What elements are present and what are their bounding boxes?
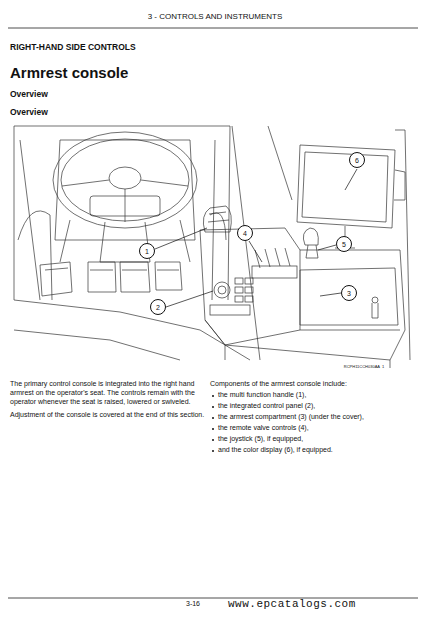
watermark: www.epcatalogs.com [228, 598, 408, 612]
callout-text: 4 [243, 230, 247, 237]
section-title: Armrest console [10, 64, 128, 83]
page-number: 3-16 [186, 600, 216, 609]
callout-number: 2 [150, 299, 166, 315]
callout-text: 6 [355, 157, 359, 164]
list-item: the armrest compartment (3) (under the c… [218, 413, 413, 422]
bullet [212, 428, 214, 430]
list-item: and the color display (6), if equipped. [218, 446, 413, 455]
callout-number: 3 [341, 285, 357, 301]
callout-text: 2 [156, 304, 160, 311]
page-rules [8, 28, 418, 598]
list-item: the multi function handle (1), [218, 391, 413, 400]
body-paragraph: Adjustment of the console is covered at … [10, 411, 205, 420]
section-heading: RIGHT-HAND SIDE CONTROLS [10, 42, 260, 53]
callout-text: 5 [342, 241, 346, 248]
callout-number: 1 [139, 243, 155, 259]
bullet [212, 439, 214, 441]
callout-text: 3 [347, 290, 351, 297]
running-header: 3 - CONTROLS AND INSTRUMENTS [90, 12, 340, 22]
callout-number: 5 [336, 236, 352, 252]
bullet [212, 395, 214, 397]
callout-number: 4 [237, 225, 253, 241]
list-intro: Components of the armrest console includ… [210, 380, 415, 389]
leader-lines [155, 169, 357, 307]
subheading: Overview [10, 89, 130, 100]
cab-drawing [14, 126, 410, 368]
callout-number: 6 [349, 152, 365, 168]
body-paragraph: The primary control console is integrate… [10, 380, 205, 406]
bullet [212, 417, 214, 419]
bullet [212, 450, 214, 452]
subheading: Overview [10, 107, 130, 118]
list-item: the integrated control panel (2), [218, 402, 413, 411]
bullet [212, 406, 214, 408]
list-item: the joystick (5), if equipped, [218, 435, 413, 444]
figure-number: 1 [382, 364, 392, 369]
list-item: the remote valve controls (4), [218, 424, 413, 433]
callout-text: 1 [145, 248, 149, 255]
figure-code: RCPH11CCH030AA [300, 364, 380, 369]
